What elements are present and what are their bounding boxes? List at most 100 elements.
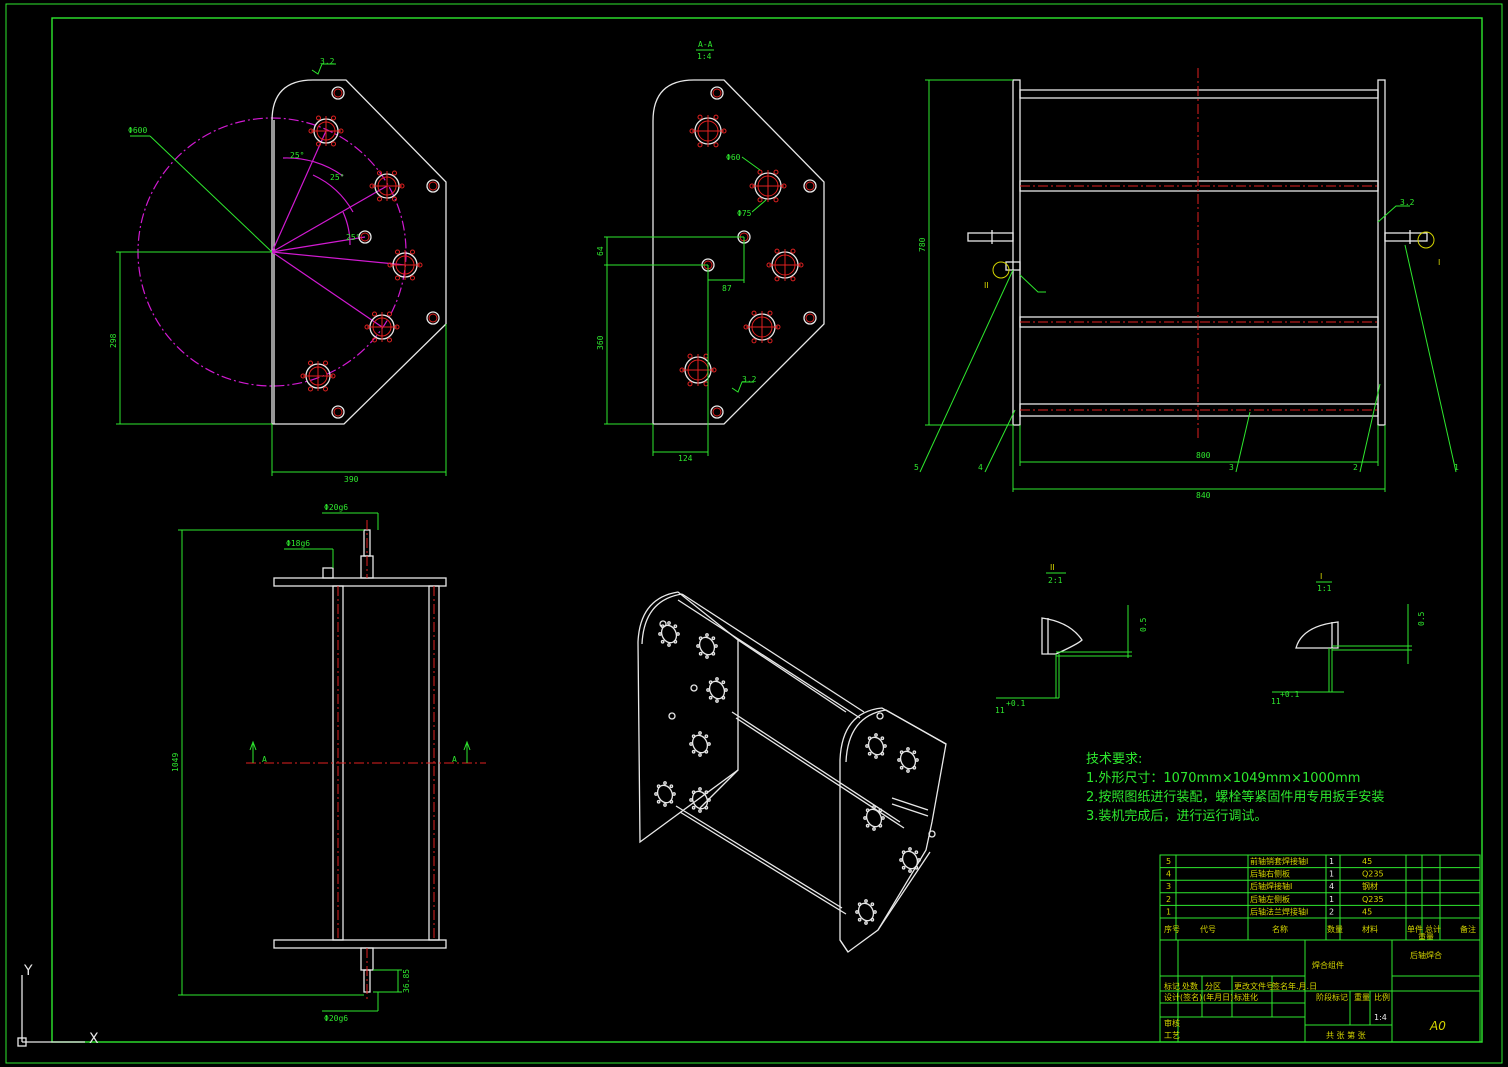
- inner-border: [51, 17, 1483, 1043]
- isometric-view: [637, 591, 947, 953]
- tb-row-sign: 签名: [1272, 981, 1288, 991]
- bom-row-material: Q235: [1362, 870, 1384, 879]
- tech-heading: 技术要求:: [1086, 752, 1143, 767]
- bom-row-material: Q235: [1362, 895, 1384, 904]
- sec-dia75: Φ75: [737, 209, 752, 218]
- tb-scale: 1:4: [1374, 1013, 1387, 1022]
- tb-audit: 审核: [1164, 1018, 1180, 1028]
- det-i-11: 11: [1271, 697, 1281, 706]
- tb-row-date: 年.月.日: [1288, 981, 1317, 991]
- bom-header-remark: 备注: [1460, 924, 1476, 934]
- bom-row-qty: 1: [1329, 870, 1334, 879]
- angle-label-2: 25°: [330, 173, 344, 182]
- tb-std: 标准化: [1234, 992, 1258, 1002]
- sec-dia60: Φ60: [726, 153, 741, 162]
- detail-i-title: I: [1320, 572, 1322, 581]
- tb-design: 设计: [1164, 992, 1180, 1002]
- bom-row-name: 后轴法兰焊接轴I: [1250, 906, 1308, 916]
- sec-dim-124: 124: [678, 454, 693, 463]
- front-height-dim: 298: [109, 333, 118, 348]
- det-i-05: 0.5: [1417, 611, 1426, 626]
- front-dia-label: Φ600: [128, 126, 147, 135]
- detail-ii: II 2:1 11 +0.1 0.5: [995, 563, 1148, 715]
- balloon-5: 5: [914, 463, 919, 472]
- callout-ii: II: [984, 281, 989, 290]
- section-aa-view: A-A 1:4 64 360 87 124 Φ60 Φ75 3.2: [596, 40, 825, 463]
- bom-row-no: 5: [1166, 857, 1171, 866]
- side-roughness: 3.2: [1400, 198, 1415, 207]
- side-dim-780: 780: [918, 237, 927, 252]
- bom-header-weight: 重量: [1418, 932, 1434, 942]
- front-view: Φ600 25° 25° 25° 298 390 3.2: [109, 57, 447, 484]
- tb-row-mark: 标记: [1164, 981, 1180, 991]
- tb-sign-hint: (签名): [1180, 992, 1202, 1002]
- tb-row-doc: 更改文件号: [1234, 981, 1274, 991]
- bom-header-no: 序号: [1164, 924, 1180, 934]
- front-roughness: 3.2: [320, 57, 335, 66]
- tb-assembly-name: 焊合组件: [1312, 960, 1344, 970]
- bom-row-qty: 1: [1329, 857, 1334, 866]
- ucs-y-label: Y: [23, 963, 33, 979]
- balloon-1: 1: [1454, 463, 1459, 472]
- tech-item-3: 3.装机完成后，进行运行调试。: [1086, 809, 1268, 824]
- side-dim-800: 800: [1196, 451, 1211, 460]
- bom-row-material: 45: [1362, 907, 1372, 916]
- tb-sheet: 共 张 第 张: [1326, 1030, 1366, 1040]
- balloon-4: 4: [978, 463, 983, 472]
- ucs-icon: Y X: [17, 963, 99, 1047]
- bom-row-material: 45: [1362, 857, 1372, 866]
- tb-drawing-name: 后轴焊合: [1410, 950, 1442, 960]
- section-aa-title: A-A: [698, 40, 713, 49]
- bom-header-code: 代号: [1200, 924, 1216, 934]
- sec-roughness: 3.2: [742, 375, 757, 384]
- angle-label-3: 25°: [346, 233, 360, 242]
- tb-format: A0: [1429, 1019, 1446, 1033]
- detail-i-scale: 1:1: [1317, 584, 1332, 593]
- detail-i: I 1:1 11 +0.1 0.5: [1271, 572, 1426, 706]
- tech-item-1: 1.外形尺寸：1070mm×1049mm×1000mm: [1086, 771, 1361, 786]
- sec-dim-64: 64: [596, 246, 605, 256]
- bom-row-name: 后轴左侧板: [1250, 894, 1290, 904]
- bom-row-qty: 2: [1329, 907, 1334, 916]
- top-view: A A 1049 Φ20g6 Φ18g6 Φ20g6 36.85: [171, 503, 486, 1023]
- bot-dim-1049: 1049: [171, 753, 180, 772]
- det-ii-tol: +0.1: [1006, 699, 1025, 708]
- balloon-2: 2: [1353, 463, 1358, 472]
- bot-dim-small: 36.85: [402, 969, 411, 993]
- side-dim-840: 840: [1196, 491, 1211, 500]
- bom-row-name: 后轴焊接轴I: [1250, 881, 1292, 891]
- bom-row-name: 前轴销套焊接轴I: [1250, 856, 1308, 866]
- tech-requirements: 技术要求: 1.外形尺寸：1070mm×1049mm×1000mm 2.按照图纸…: [1086, 750, 1384, 826]
- bom-header-name: 名称: [1272, 924, 1288, 934]
- section-marker-left: A: [262, 755, 267, 764]
- det-ii-11: 11: [995, 706, 1005, 715]
- sec-dim-87: 87: [722, 284, 732, 293]
- callout-i: I: [1438, 258, 1440, 267]
- angle-label-1: 25°: [290, 151, 304, 160]
- side-view: II I 780 800 840 5 4 3 2 1 3.2: [914, 68, 1459, 500]
- section-marker-right: A: [452, 755, 457, 764]
- tb-row-count: 处数: [1182, 981, 1198, 991]
- bom-row-no: 3: [1166, 882, 1171, 891]
- bom-header-unit_weight: 单件: [1407, 924, 1423, 934]
- tb-row-zone: 分区: [1205, 982, 1221, 991]
- bom-row-qty: 1: [1329, 895, 1334, 904]
- bot-dim-20g6-bottom: Φ20g6: [324, 1014, 348, 1023]
- detail-ii-scale: 2:1: [1048, 576, 1063, 585]
- bom-row-qty: 4: [1329, 882, 1334, 891]
- ucs-x-label: X: [89, 1031, 99, 1047]
- tb-ratio: 比例: [1374, 992, 1390, 1002]
- tb-stage: 阶段标记: [1316, 992, 1348, 1002]
- bom-row-name: 后轴右侧板: [1250, 869, 1290, 879]
- outer-border: [5, 3, 1503, 1064]
- bom-header-qty: 数量: [1327, 924, 1343, 934]
- detail-ii-title: II: [1050, 563, 1055, 572]
- bom-row-material: 钢材: [1362, 881, 1378, 891]
- front-width-dim: 390: [344, 475, 359, 484]
- tb-weight: 重量: [1354, 992, 1370, 1002]
- bot-dim-20g6-top: Φ20g6: [324, 503, 348, 512]
- tb-date-hint: (年月日): [1203, 992, 1233, 1002]
- det-i-tol: +0.1: [1280, 690, 1299, 699]
